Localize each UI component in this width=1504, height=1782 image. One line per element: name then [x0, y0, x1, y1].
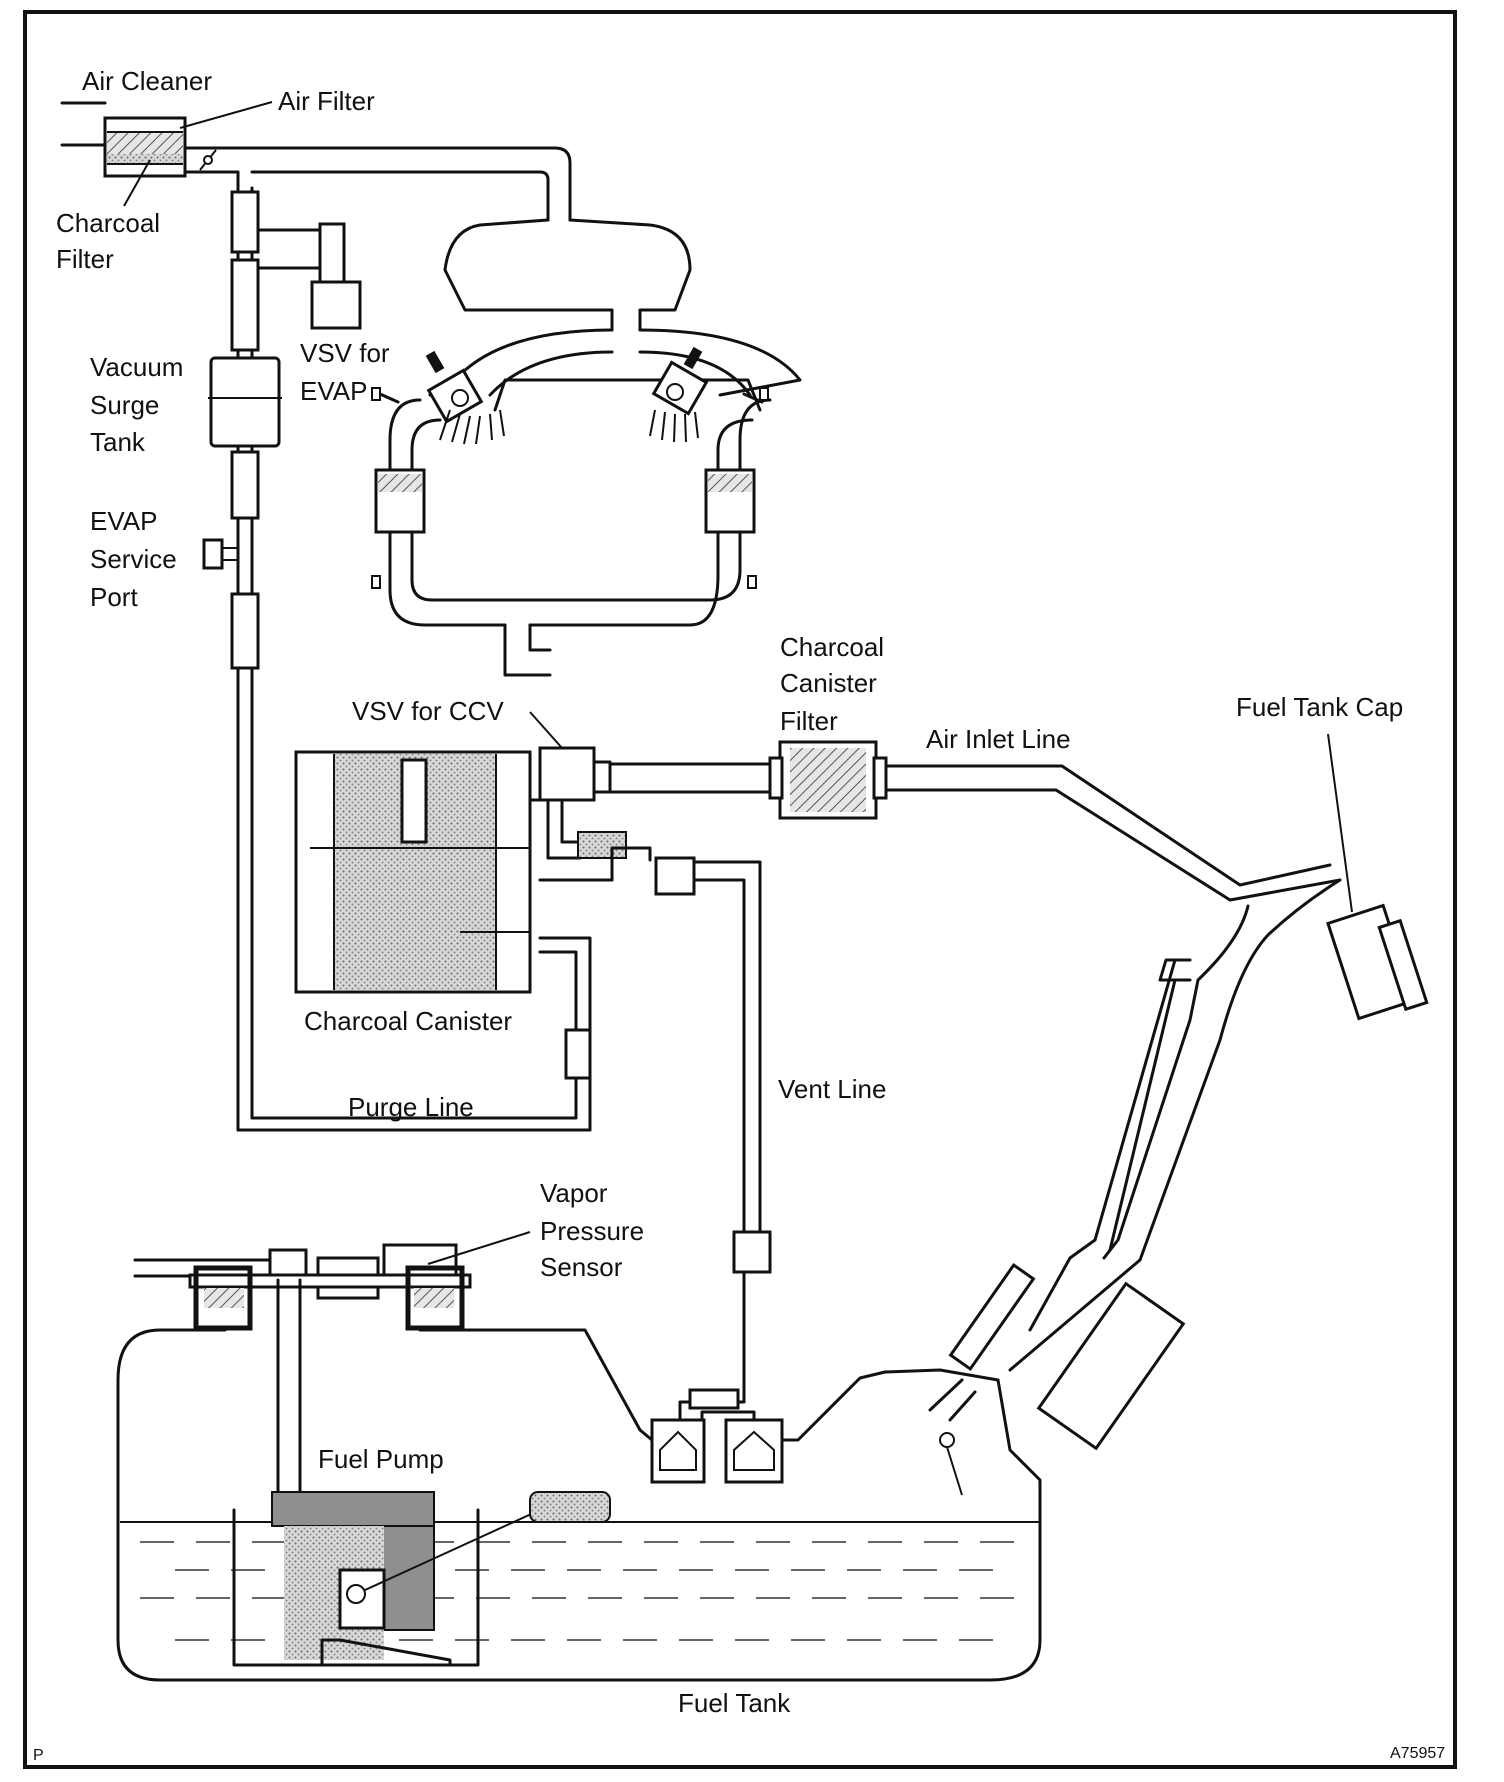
- label-vapor-pressure-sensor-line2: Pressure: [540, 1216, 644, 1246]
- fuel-tank: [116, 1230, 1042, 1682]
- ccv-check-valve: [577, 831, 627, 859]
- label-air-inlet-line: Air Inlet Line: [926, 724, 1071, 754]
- label-fuel-tank-cap: Fuel Tank Cap: [1236, 692, 1403, 722]
- label-vsv-ccv: VSV for CCV: [352, 696, 504, 726]
- label-air-filter: Air Filter: [278, 86, 375, 116]
- corner-code-right: A75957: [1390, 1745, 1445, 1762]
- corner-code-left: P: [33, 1747, 44, 1764]
- filler-neck-collar: [1036, 1281, 1186, 1451]
- labels: Air Cleaner Air Filter Charcoal Filter V…: [33, 66, 1445, 1764]
- label-fuel-pump: Fuel Pump: [318, 1444, 444, 1474]
- leader-lines: [123, 101, 1353, 1265]
- label-vapor-pressure-sensor-line3: Sensor: [540, 1252, 623, 1282]
- label-vsv-evap-line1: VSV for: [300, 338, 390, 368]
- charcoal-canister: [294, 750, 542, 994]
- label-charcoal-canister-filter-line3: Filter: [780, 706, 838, 736]
- fuel-gauge-float: [529, 1491, 611, 1523]
- left-cylinder: [425, 350, 505, 445]
- label-vent-line: Vent Line: [778, 1074, 886, 1104]
- label-vsv-evap-line2: EVAP: [300, 376, 367, 406]
- label-charcoal-canister-filter-line1: Charcoal: [780, 632, 884, 662]
- label-evap-service-port-line2: Service: [90, 544, 177, 574]
- pump-flange: [188, 1273, 472, 1289]
- roll-over-valves: [650, 1230, 784, 1484]
- label-vacuum-surge-tank-line3: Tank: [90, 427, 146, 457]
- vsv-evap-body: [310, 280, 362, 330]
- label-purge-line: Purge Line: [348, 1092, 474, 1122]
- throttle-icon: [203, 155, 213, 165]
- fuel-gauge-float-pivot: [346, 1584, 366, 1604]
- diagram-frame: [23, 10, 1457, 1769]
- label-fuel-tank: Fuel Tank: [678, 1688, 791, 1718]
- label-charcoal-filter-line1: Charcoal: [56, 208, 160, 238]
- label-vacuum-surge-tank-line1: Vacuum: [90, 352, 183, 382]
- evap-service-port: [202, 538, 224, 570]
- vent-line-connector-upper: [654, 856, 696, 896]
- vent-line-connector-lower: [732, 1230, 772, 1274]
- label-charcoal-canister-filter-line2: Canister: [780, 668, 877, 698]
- purge-piping: [202, 186, 592, 1132]
- engine: [371, 218, 802, 677]
- air-cleaner: [60, 101, 572, 222]
- vsv-evap-valve: [318, 222, 346, 284]
- fuel-filler: [928, 878, 1429, 1496]
- purge-line-connector: [564, 1028, 592, 1080]
- label-vacuum-surge-tank-line2: Surge: [90, 390, 159, 420]
- label-air-cleaner: Air Cleaner: [82, 66, 212, 96]
- fuel-tank-cap: [1326, 903, 1429, 1021]
- charcoal-filter-element: [107, 154, 183, 164]
- vsv-ccv: [538, 740, 1342, 1242]
- vacuum-surge-tank: [209, 356, 281, 448]
- label-vapor-pressure-sensor-line1: Vapor: [540, 1178, 608, 1208]
- label-charcoal-filter-line2: Filter: [56, 244, 114, 274]
- fuel-pump-module: [232, 1491, 541, 1667]
- right-cylinder: [649, 346, 709, 443]
- label-evap-service-port-line3: Port: [90, 582, 138, 612]
- air-filter-element: [107, 132, 183, 154]
- label-evap-service-port-line1: EVAP: [90, 506, 157, 536]
- label-charcoal-canister: Charcoal Canister: [304, 1006, 512, 1036]
